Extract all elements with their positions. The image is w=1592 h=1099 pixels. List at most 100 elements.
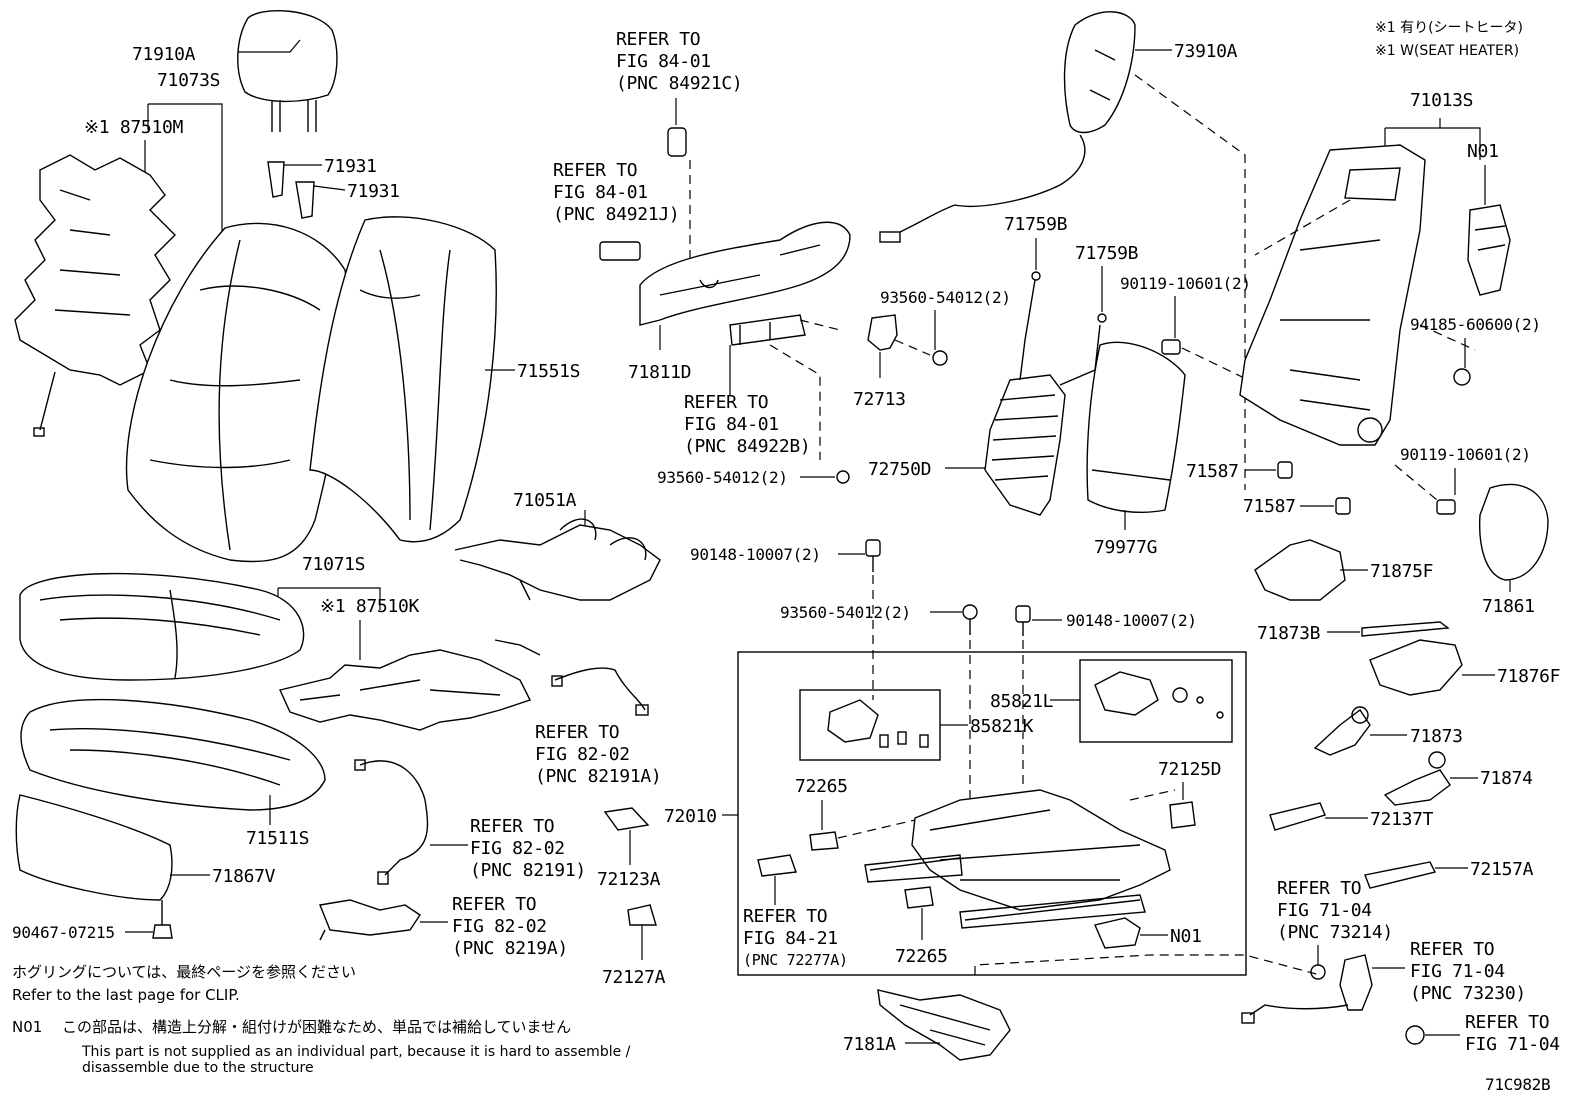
cover-84922B[interactable] [729,314,806,346]
refer-71-04: REFER TO FIG 71-04 [1465,1012,1560,1055]
assembly-box-72010 [737,651,1247,976]
label-71071S: 71071S [302,554,365,575]
label-71931-a: 71931 [324,156,377,177]
headrest-guide-2[interactable] [295,181,315,219]
lumbar-support-72750D[interactable] [984,279,1101,516]
legend-line-2: ※1 W(SEAT HEATER) [1375,43,1519,59]
knob-84921C[interactable] [667,127,687,157]
label-71873B: 71873B [1257,623,1320,644]
clip-72265-b[interactable] [904,886,934,909]
nut-71-04[interactable] [1405,1025,1425,1045]
refer-8219A: REFER TO FIG 82-02 (PNC 8219A) [452,894,568,959]
screw-93560-c[interactable] [962,604,978,635]
note-clip-jp: ホグリングについては、最終ページを参照ください [12,963,356,981]
lever-71873[interactable] [1313,706,1371,756]
cover-72277A[interactable] [757,854,797,877]
figure-code: 71C982B [1485,1075,1550,1094]
harness-71051A[interactable] [454,518,661,601]
bracket-72125D[interactable] [1169,801,1196,829]
label-90119-a: 90119-10601(2) [1120,274,1251,293]
label-71861: 71861 [1482,596,1535,617]
cover-72123A[interactable] [603,807,650,831]
refer-84922B-line-1: REFER TO [684,392,768,413]
nut-94185[interactable] [1453,368,1471,386]
refer-72277A: REFER TO FIG 84-21 (PNC 72277A) [743,906,848,969]
label-71587-a: 71587 [1186,461,1239,482]
cover-71875F[interactable] [1254,539,1346,601]
screw-93560-upper[interactable] [932,350,948,366]
seat-cushion-frame[interactable] [864,789,1171,929]
headrest-guide-1[interactable] [267,161,285,198]
bolt-90148-a[interactable] [865,539,881,572]
label-87510M: ※1 87510M [84,117,184,138]
clip-71759B-a[interactable] [1031,271,1041,281]
label-72265-b: 72265 [895,946,948,967]
bolt-90119-a[interactable] [1161,339,1181,355]
seatback-pad[interactable] [309,216,497,543]
label-72713: 72713 [853,389,906,410]
cover-72127A[interactable] [627,904,657,926]
clip-71759B-b[interactable] [1097,313,1107,323]
cap-71587-b[interactable] [1335,497,1351,515]
seatback-frame-71013S[interactable] [1239,144,1426,446]
seat-belt-buckle-73230[interactable] [1241,954,1373,1024]
rail-7181A[interactable] [877,989,1011,1061]
cover-72137T[interactable] [1269,802,1326,831]
back-board-79977G[interactable] [1086,341,1186,513]
label-79977G: 79977G [1094,537,1157,558]
refer-84922B-line-2: FIG 84-01 [684,414,779,435]
refer-8219A-line-1: REFER TO [452,894,536,915]
seat-heater-mat-back[interactable] [14,154,176,437]
seatback-cover[interactable] [125,222,349,563]
pad-71861[interactable] [1478,483,1549,581]
screw-93560-lower[interactable] [836,470,850,484]
motor-N01-bottom[interactable] [1094,917,1141,949]
refer-82191A-line-2: FIG 82-02 [535,744,630,765]
lever-71874[interactable] [1383,751,1451,806]
harness-8219A[interactable] [319,899,421,941]
refer-82191-line-2: FIG 82-02 [470,838,565,859]
motor-N01-top[interactable] [1467,204,1511,296]
refer-82191A-line-1: REFER TO [535,722,619,743]
refer-84921C-line-3: (PNC 84921C) [616,73,742,94]
cushion-front-panel[interactable] [15,794,173,901]
refer-82191A-line-3: (PNC 82191A) [535,766,661,787]
bracket-72713[interactable] [867,314,898,351]
rod-71873B[interactable] [1361,621,1450,637]
cap-71587-a[interactable] [1277,461,1293,479]
seat-cushion-cover[interactable] [19,572,305,681]
side-airbag-73910A[interactable] [879,11,1136,243]
motor-85821L[interactable] [1094,671,1224,719]
label-85821L: 85821L [990,691,1054,712]
refer-72277A-line-3: (PNC 72277A) [743,951,848,969]
label-72157A: 72157A [1470,859,1534,880]
label-71875F: 71875F [1370,561,1433,582]
grommet-73214[interactable] [1310,964,1326,980]
label-71511S: 71511S [246,828,309,849]
knob-84921J[interactable] [599,241,641,261]
bolt-90119-b[interactable] [1436,499,1456,515]
harness-82191[interactable] [354,759,429,885]
label-93560-c: 93560-54012(2) [780,603,911,622]
label-93560-a: 93560-54012(2) [880,288,1011,307]
label-N01-b: N01 [1170,926,1202,947]
refer-84921J-line-2: FIG 84-01 [553,182,648,203]
seat-cushion-pad[interactable] [20,698,326,811]
label-71759B-b: 71759B [1075,243,1138,264]
cover-72157A[interactable] [1364,861,1437,889]
label-71551S: 71551S [517,361,580,382]
side-shield-71811D[interactable] [639,221,851,326]
clip-72265-a[interactable] [809,831,839,851]
clip-90467[interactable] [152,900,173,939]
bolt-90148-b[interactable] [1015,605,1031,636]
headrest-part[interactable] [237,10,338,132]
seat-heater-mat-cushion[interactable] [279,639,541,731]
refer-84921J-line-3: (PNC 84921J) [553,204,679,225]
label-7181A: 7181A [843,1034,896,1055]
motor-85821K[interactable] [827,699,929,748]
cover-71876F[interactable] [1369,639,1463,696]
refer-8219A-line-3: (PNC 8219A) [452,938,568,959]
harness-82191A[interactable] [551,667,649,716]
note-n01-en-1: This part is not supplied as an individu… [81,1044,631,1060]
refer-84921C: REFER TO FIG 84-01 (PNC 84921C) [616,29,743,94]
